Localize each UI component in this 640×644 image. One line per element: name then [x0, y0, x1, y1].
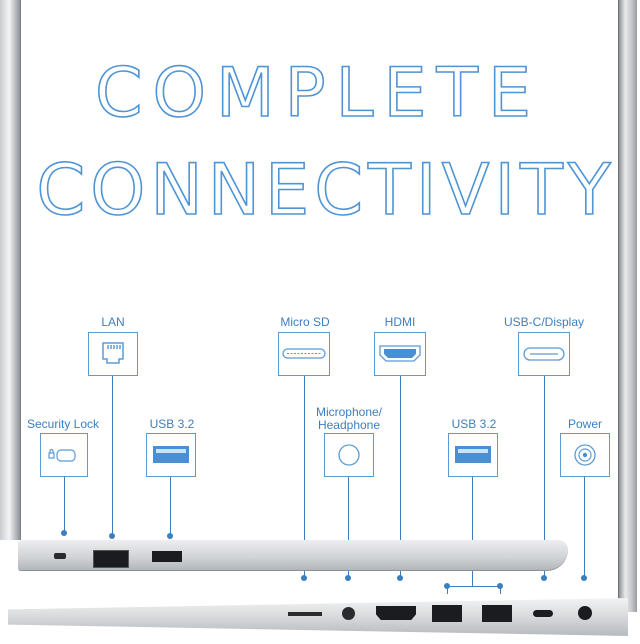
micro-sd-slot: [288, 612, 322, 616]
dot-micro-sd: [301, 575, 307, 581]
lead-usb-right: [472, 477, 473, 587]
usb-c-port: [533, 610, 553, 617]
lead-usb-left: [170, 477, 171, 536]
laptop-edge-left: [0, 0, 21, 540]
lead-usb-right-split: [447, 586, 501, 587]
label-mic-line2: Headphone: [317, 418, 381, 432]
ethernet-port: [93, 550, 129, 568]
label-usb-right: USB 3.2: [451, 417, 497, 431]
usb-a-icon: [448, 433, 498, 477]
usb-a-port-right-1: [432, 605, 462, 622]
label-mic-line1: Microphone/: [315, 405, 383, 419]
laptop-right-side: [8, 598, 628, 636]
ethernet-icon: [88, 332, 138, 376]
label-micro-sd: Micro SD: [280, 315, 330, 329]
hdmi-icon: [374, 332, 426, 376]
lead-security-lock: [64, 477, 65, 533]
security-lock-port: [54, 553, 66, 559]
label-lan: LAN: [101, 315, 125, 329]
lead-usb-c: [544, 376, 545, 578]
lead-lan: [112, 376, 113, 536]
audio-jack-port: [342, 607, 355, 620]
lead-hdmi: [400, 376, 401, 578]
usb-a-icon: [146, 433, 196, 477]
hdmi-port: [376, 606, 416, 620]
power-icon: [560, 433, 610, 477]
lock-icon: [40, 433, 88, 477]
dot-mic: [345, 575, 351, 581]
headline-line-2: CONNECTIVITY: [36, 149, 616, 231]
power-port: [578, 606, 592, 620]
dot-usb-c: [541, 575, 547, 581]
label-usb-c: USB-C/Display: [504, 315, 585, 329]
dot-power: [581, 575, 587, 581]
dot-usb-right-b: [497, 583, 503, 589]
lead-usb-right-b: [500, 586, 501, 594]
headline-line-1: COMPLETE: [94, 54, 542, 133]
lead-usb-right-a: [447, 586, 448, 594]
sd-card-icon: [278, 332, 330, 376]
dot-hdmi: [397, 575, 403, 581]
usb-c-icon: [518, 332, 570, 376]
laptop-edge-right: [618, 0, 637, 612]
label-usb-left: USB 3.2: [149, 417, 195, 431]
dot-usb-right-a: [444, 583, 450, 589]
dot-lan: [109, 533, 115, 539]
dot-security-lock: [61, 530, 67, 536]
label-security-lock: Security Lock: [26, 417, 100, 431]
lead-mic: [348, 477, 349, 578]
lead-power: [584, 477, 585, 578]
usb-a-port-right-2: [482, 605, 512, 622]
label-power: Power: [567, 417, 602, 431]
usb-a-port-left: [152, 551, 182, 562]
label-hdmi: HDMI: [384, 315, 416, 329]
headphone-jack-icon: [324, 433, 374, 477]
lead-micro-sd: [304, 376, 305, 578]
laptop-left-side: [18, 540, 568, 571]
dot-usb-left: [167, 533, 173, 539]
